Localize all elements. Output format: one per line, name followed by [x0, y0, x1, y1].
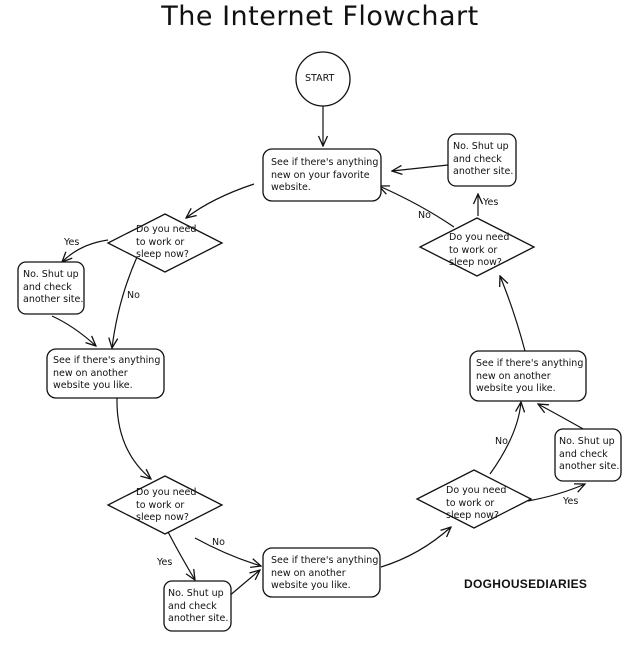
decision-2-diamond: [106, 475, 224, 535]
edge-check-favorite-to-decision-1: [186, 183, 255, 218]
edge-label-yes-2: Yes: [157, 557, 173, 568]
node-text-line: another site.: [453, 166, 514, 177]
edge-decision-2-yes: [166, 529, 195, 580]
node-text-line: new on another: [271, 567, 346, 579]
edge-check-other-3-to-decision-4: [500, 276, 526, 352]
edge-check-other-1-to-decision-2: [116, 397, 151, 479]
node-text-line: to work or: [136, 499, 185, 511]
node-text-line: Do you need: [446, 485, 507, 496]
node-text-line: No. Shut up: [23, 269, 79, 280]
credit-text: DOGHOUSEDIARIES: [464, 577, 588, 591]
edge-label-yes-4: Yes: [483, 197, 499, 208]
node-text-line: new on your favorite: [271, 169, 370, 181]
shut-up-1-box: [17, 261, 85, 315]
node-text-line: and check: [559, 448, 608, 460]
shut-up-4-box: [447, 133, 517, 187]
edge-label-no-4: No: [418, 210, 431, 221]
edge-check-other-2-to-decision-3: [380, 527, 451, 568]
node-text-line: new on another: [53, 367, 128, 379]
node-text-line: See if there's anything: [271, 555, 379, 566]
check-other-1-box: [46, 348, 165, 399]
node-text-line: sleep now?: [449, 257, 502, 268]
node-text-line: No. Shut up: [559, 436, 615, 447]
node-text-line: sleep now?: [136, 249, 189, 260]
edge-shut-up-3-to-check-other-3: [538, 404, 586, 431]
start-circle: [295, 51, 351, 107]
node-text-line: START: [305, 73, 335, 84]
page-title: The Internet Flowchart: [161, 1, 479, 32]
node-text-line: another site.: [23, 294, 84, 305]
edge-shut-up-1-to-check-other-1: [51, 315, 96, 346]
decision-4-diamond: [418, 217, 536, 277]
node-text-line: See if there's anything: [53, 355, 161, 366]
node-text-line: and check: [23, 281, 72, 293]
node-text-line: No. Shut up: [168, 588, 224, 599]
node-text-line: another site.: [559, 461, 620, 472]
shut-up-2-box: [163, 580, 232, 632]
node-text-line: website.: [271, 182, 311, 193]
check-other-3-box: [469, 350, 587, 402]
edge-decision-1-no: [112, 256, 138, 348]
nodes: [17, 51, 622, 632]
shut-up-3-box: [554, 428, 622, 482]
node-text-line: website you like.: [476, 383, 556, 394]
start-label: START: [305, 73, 334, 86]
decision-1-diamond: [106, 213, 224, 273]
node-text-line: to work or: [446, 497, 495, 509]
edge-shut-up-2-to-check-other-2: [227, 570, 260, 598]
node-text-line: See if there's anything: [476, 358, 584, 369]
node-text-line: Do you need: [449, 232, 510, 243]
node-text-line: sleep now?: [136, 512, 189, 523]
edge-decision-3-no: [489, 402, 521, 475]
edge-decision-2-no: [194, 537, 261, 566]
node-text-line: and check: [168, 600, 217, 612]
edge-decision-4-no: [379, 186, 455, 228]
node-text-line: website you like.: [53, 380, 133, 391]
node-text-line: sleep now?: [446, 510, 499, 521]
node-text-line: to work or: [449, 244, 498, 256]
node-text-line: Do you need: [136, 487, 197, 498]
node-text-line: website you like.: [271, 580, 351, 591]
edge-label-yes-3: Yes: [563, 496, 579, 507]
edge-label-yes-1: Yes: [64, 237, 80, 248]
check-favorite-box: [262, 148, 382, 202]
edge-label-no-1: No: [127, 290, 140, 301]
node-text-line: and check: [453, 153, 502, 165]
check-other-2-box: [262, 547, 381, 598]
node-text-line: Do you need: [136, 224, 197, 235]
edge-label-no-2: No: [212, 537, 225, 548]
node-text-line: new on another: [476, 370, 551, 382]
edge-decision-3-yes: [527, 484, 585, 502]
decision-3-diamond: [415, 469, 533, 529]
node-text-line: to work or: [136, 236, 185, 248]
edge-decision-1-yes: [62, 239, 109, 262]
node-text-line: another site.: [168, 613, 229, 624]
node-text-line: See if there's anything: [271, 157, 379, 168]
node-text-line: No. Shut up: [453, 141, 509, 152]
edge-label-no-3: No: [495, 436, 508, 447]
edge-shut-up-4-to-check-favorite: [392, 164, 449, 171]
